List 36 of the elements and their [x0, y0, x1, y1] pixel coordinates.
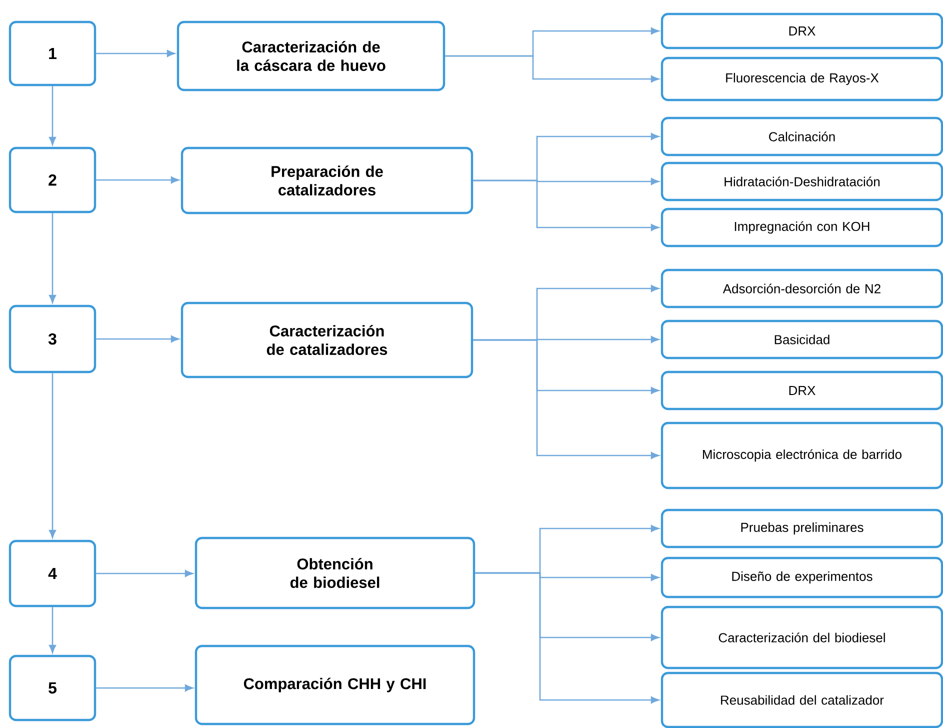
sub-step-box: Calcinación — [660, 116, 943, 156]
process-box: Comparación CHH y CHI — [194, 644, 476, 726]
arrow — [473, 339, 660, 459]
process-box: Obtención de biodiesel — [194, 536, 476, 610]
arrow — [49, 607, 56, 653]
step-number-box: 5 — [8, 654, 96, 722]
arrow — [96, 570, 194, 577]
sub-step-box: Basicidad — [660, 320, 943, 360]
step-number-box: 3 — [8, 304, 96, 374]
arrow — [49, 213, 56, 304]
step-number-box: 1 — [8, 20, 96, 86]
process-box: Preparación de catalizadores — [180, 146, 474, 214]
arrow — [96, 684, 194, 692]
step-number-box: 4 — [8, 540, 96, 608]
sub-step-box: Microscopia electrónica de barrido — [660, 422, 943, 490]
sub-step-box: Fluorescencia de Rayos-X — [660, 56, 943, 102]
sub-step-box: DRX — [660, 12, 943, 50]
arrow — [49, 86, 56, 146]
sub-step-box: Diseño de experimentos — [660, 556, 943, 598]
sub-step-box: Adsorción-desorción de N2 — [660, 268, 943, 308]
sub-step-box: Hidratación-Deshidratación — [660, 162, 943, 202]
arrow — [96, 336, 180, 342]
sub-step-box: Caracterización del biodiesel — [660, 606, 943, 670]
sub-step-box: Pruebas preliminares — [660, 508, 943, 548]
arrow — [96, 50, 176, 57]
arrow — [445, 55, 660, 82]
sub-step-box: DRX — [660, 370, 943, 410]
arrow — [473, 180, 660, 231]
process-box: Caracterización de catalizadores — [180, 302, 474, 378]
sub-step-box: Reusabilidad del catalizador — [660, 672, 943, 728]
step-number-box: 2 — [8, 146, 96, 214]
arrow — [96, 176, 180, 184]
arrow — [475, 572, 660, 704]
sub-step-box: Impregnación con KOH — [660, 208, 943, 248]
process-box: Caracterización de la cáscara de huevo — [176, 20, 446, 92]
arrow — [49, 373, 56, 538]
